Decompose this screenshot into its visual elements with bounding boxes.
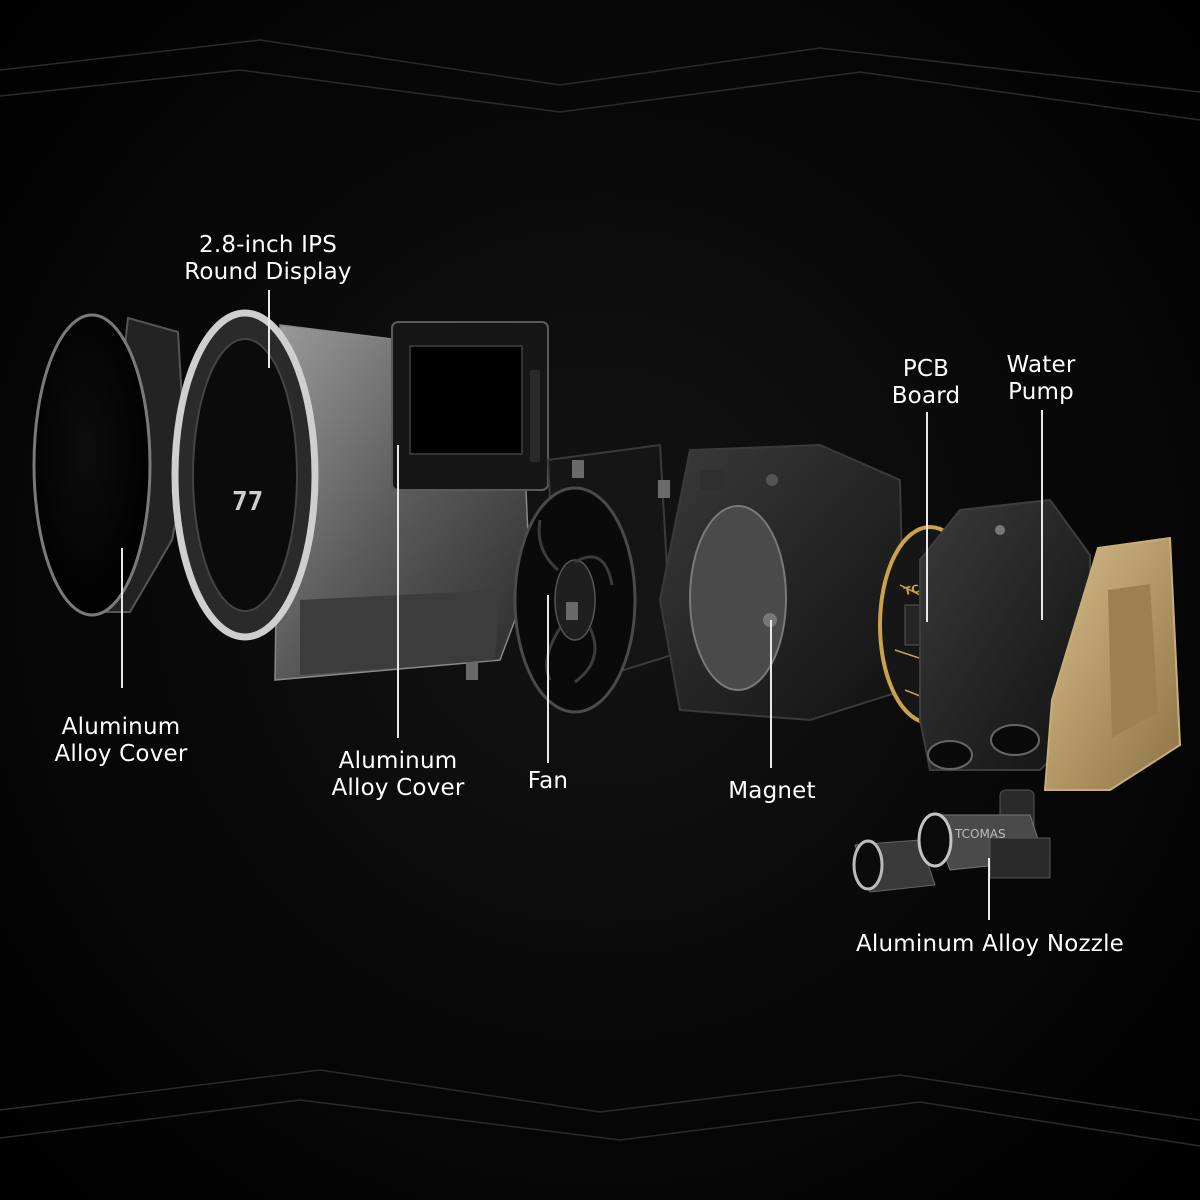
- leader-line-pump: [1041, 410, 1043, 620]
- display-panel-part: [391, 321, 549, 491]
- display-housing-part: 77: [171, 309, 531, 681]
- label-front-cover-line1: Aluminum: [61, 714, 181, 740]
- leader-line-display: [268, 290, 270, 368]
- fan-part: [466, 443, 674, 714]
- leader-line-fan: [547, 595, 549, 763]
- label-front-cover-line2: Alloy Cover: [54, 741, 188, 767]
- leader-line-magnet: [770, 620, 772, 768]
- label-pump-line1: Water: [1006, 352, 1076, 378]
- leader-line-front-cover: [121, 548, 123, 688]
- leader-line-pcb: [926, 412, 928, 622]
- leader-line-body-cover: [397, 445, 399, 738]
- nozzle-parts: TCOMAS: [852, 789, 1051, 893]
- nozzle-brand-text: TCOMAS: [954, 827, 1006, 841]
- leader-line-nozzle: [988, 858, 990, 920]
- label-display-line1: 2.8-inch IPS: [198, 232, 338, 258]
- label-pump: Water Pump: [986, 352, 1096, 406]
- label-display: 2.8-inch IPS Round Display: [168, 232, 368, 286]
- label-pcb-line1: PCB: [902, 356, 950, 382]
- label-body-cover-line2: Alloy Cover: [331, 775, 465, 801]
- magnet-housing-part: [658, 443, 907, 722]
- label-body-cover-line1: Aluminum: [338, 748, 458, 774]
- label-pcb-line2: Board: [891, 383, 961, 409]
- label-pcb: PCB Board: [876, 356, 976, 410]
- background-lines: [0, 39, 1200, 1147]
- label-nozzle-line1: Aluminum Alloy Nozzle: [855, 931, 1125, 957]
- label-pump-line2: Pump: [1008, 379, 1074, 405]
- label-body-cover: Aluminum Alloy Cover: [313, 748, 483, 802]
- label-fan: Fan: [498, 768, 598, 795]
- front-cover-part: [32, 313, 188, 617]
- label-nozzle: Aluminum Alloy Nozzle: [840, 931, 1140, 958]
- ring-digits-text: 77: [232, 487, 263, 517]
- label-magnet: Magnet: [710, 778, 834, 805]
- cold-plate-part: [1043, 536, 1182, 791]
- label-fan-line1: Fan: [527, 768, 569, 794]
- label-display-line2: Round Display: [184, 259, 352, 285]
- label-front-cover: Aluminum Alloy Cover: [36, 714, 206, 768]
- label-magnet-line1: Magnet: [728, 778, 816, 804]
- water-pump-part: [919, 498, 1091, 771]
